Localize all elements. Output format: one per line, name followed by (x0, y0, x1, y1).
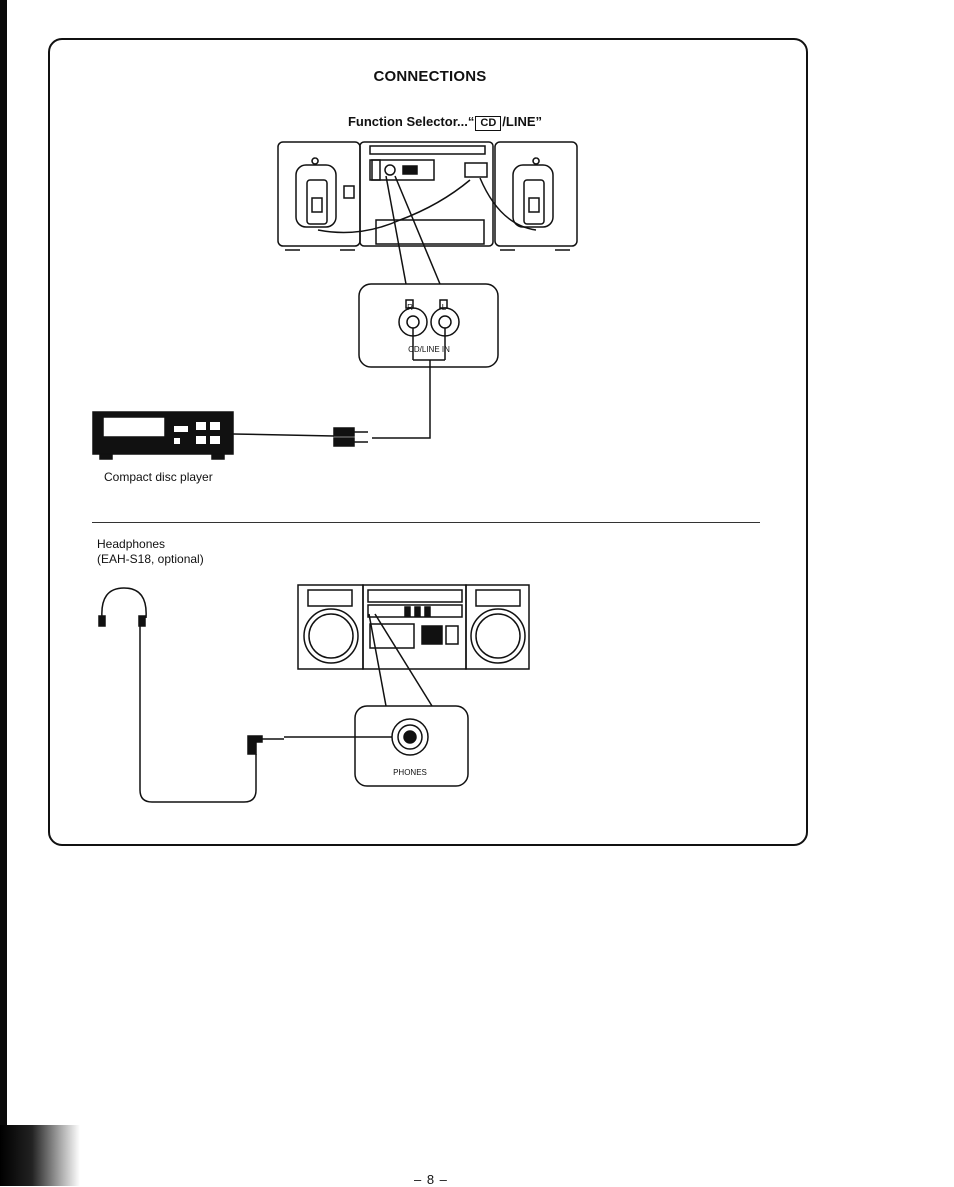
jack-label-l: L (442, 303, 447, 312)
rca-plugs (333, 427, 368, 447)
headphones-model-label: (EAH-S18, optional) (97, 552, 204, 566)
connections-panel (48, 38, 808, 846)
phones-jack-panel (354, 705, 469, 787)
stereo-front-illustration (297, 584, 530, 670)
headphones-label: Headphones (97, 537, 166, 551)
function-selector-caption: Function Selector...“CD/LINE” (280, 114, 610, 131)
cd-line-in-jack-panel (358, 283, 499, 368)
jack-label-r: R (407, 303, 413, 312)
phones-jack-label: PHONES (393, 768, 427, 777)
function-selector-prefix: Function Selector...“ (347, 114, 475, 129)
scan-edge-shadow (0, 1125, 80, 1186)
page-title: CONNECTIONS (373, 68, 487, 85)
headphone-plug (247, 735, 284, 755)
section-divider (92, 522, 760, 523)
cd-player-cable (232, 433, 335, 437)
function-selector-suffix: /LINE” (502, 114, 543, 129)
phones-callout-wedge (368, 613, 433, 707)
rca-cable (372, 360, 431, 439)
page-number: – 8 – (414, 1172, 448, 1187)
headphones-illustration (98, 587, 257, 803)
compact-disc-player-illustration (92, 411, 234, 460)
stereo-rear-illustration (277, 141, 578, 251)
scan-edge-left (0, 0, 7, 1186)
function-selector-boxed-cd: CD (475, 116, 502, 131)
cd-line-in-label: CD/LINE IN (408, 345, 450, 354)
cd-player-label: Compact disc player (104, 470, 213, 484)
jack-callout-wedge (385, 175, 441, 285)
